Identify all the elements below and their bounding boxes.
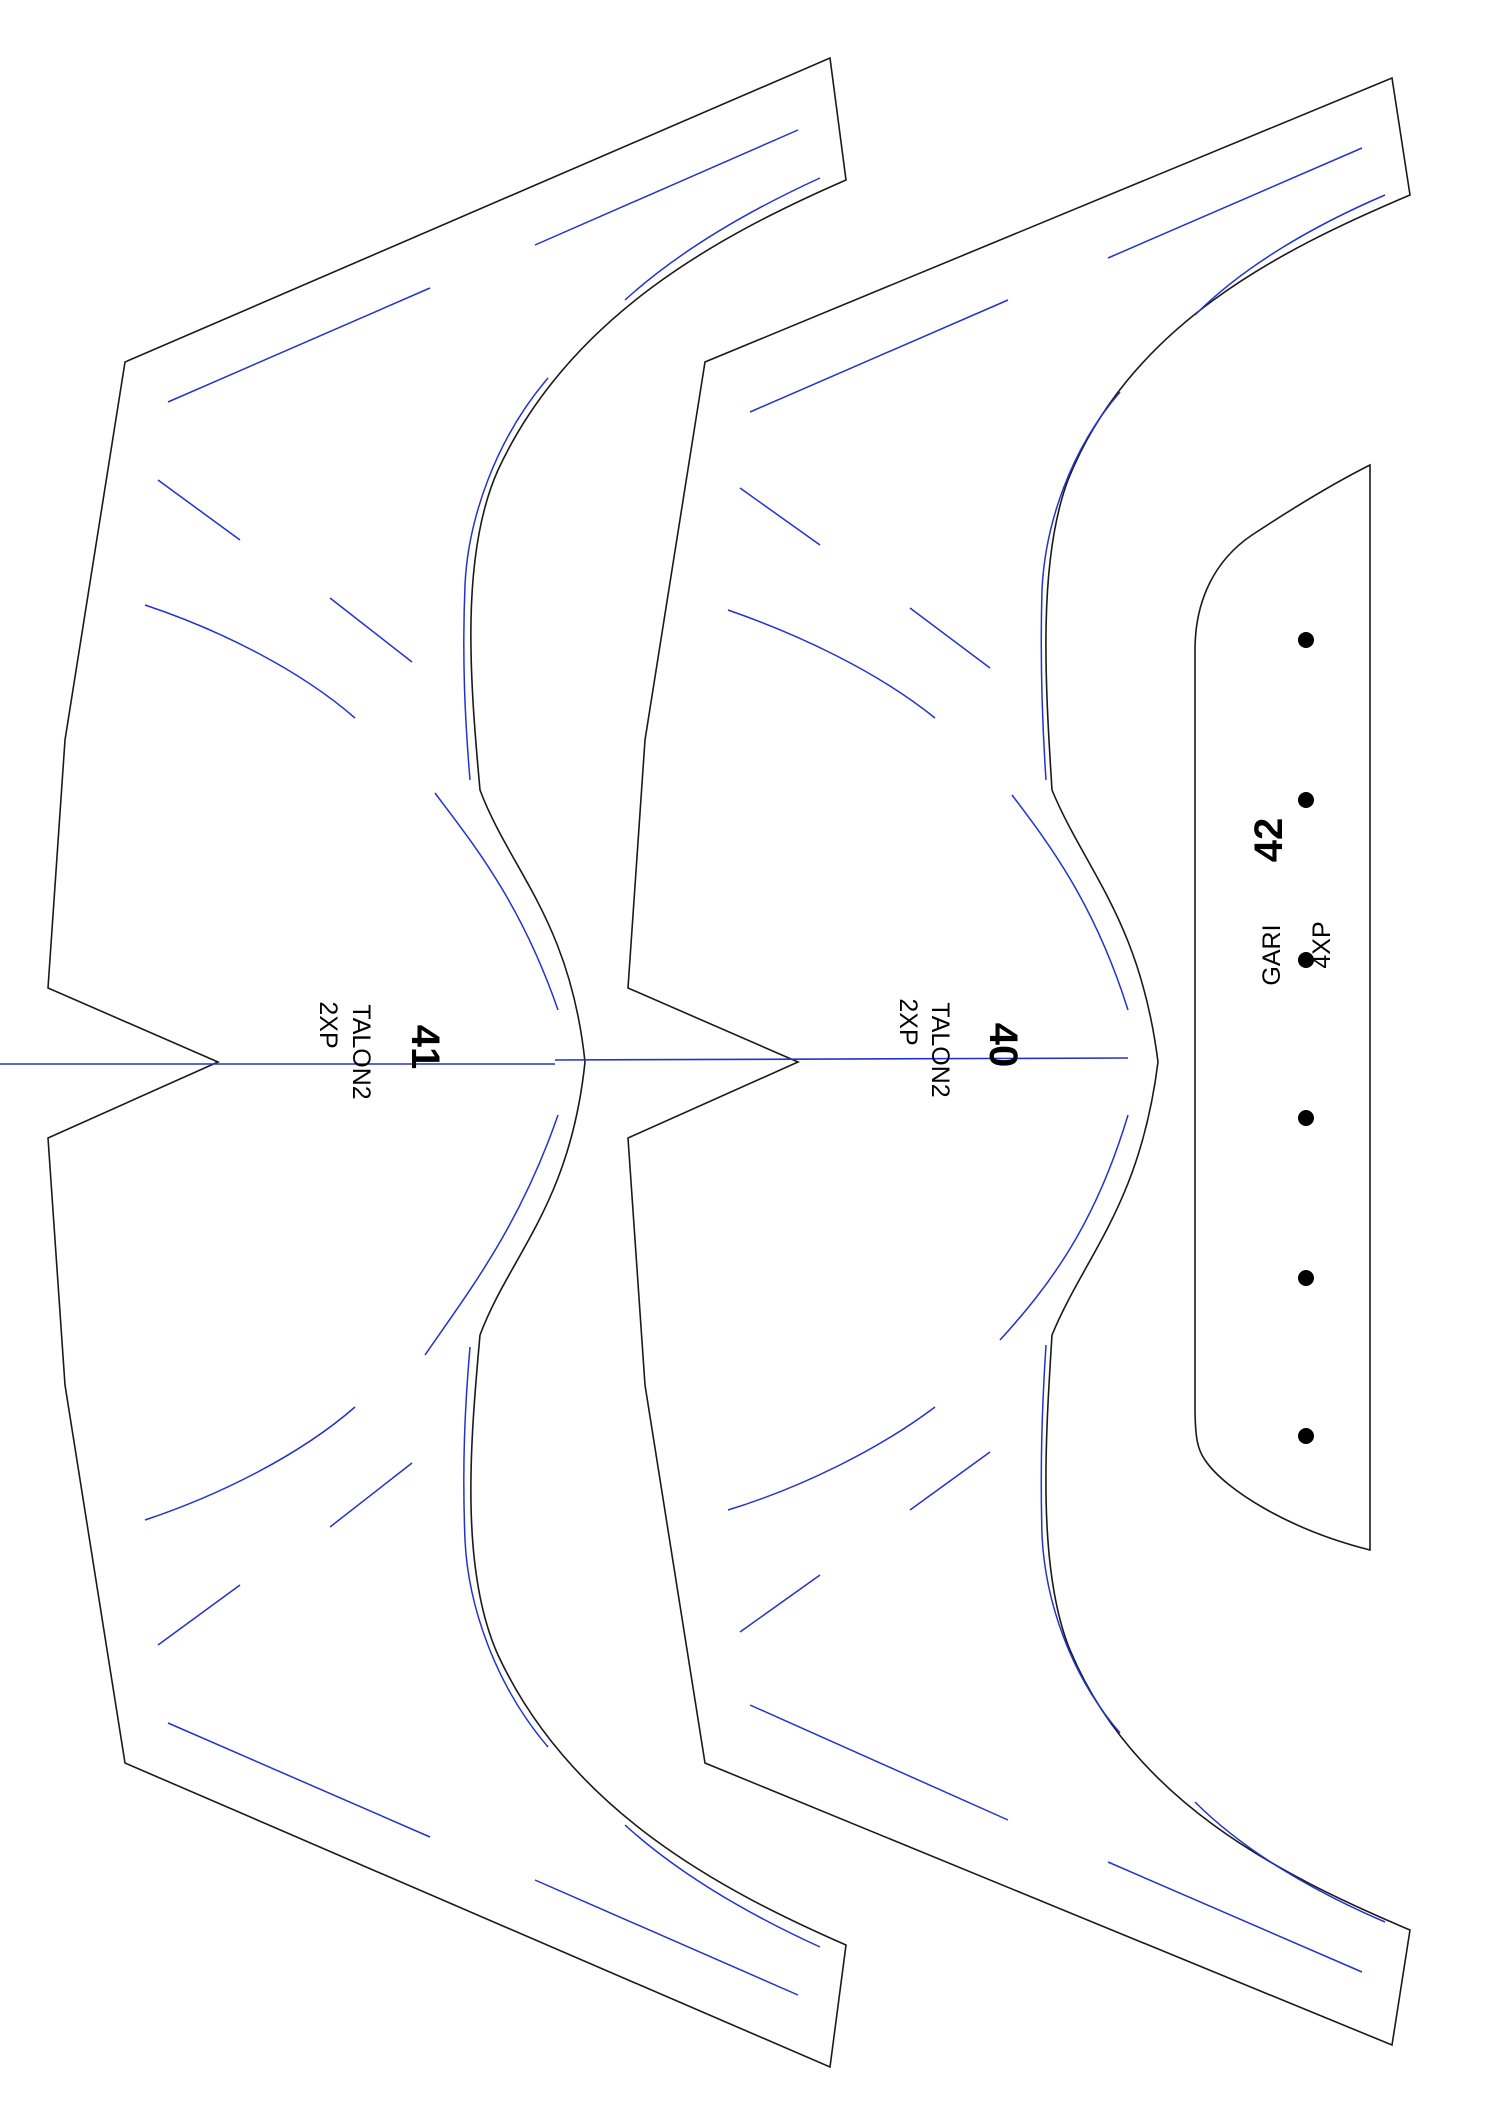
punch-mark <box>1298 952 1314 968</box>
piece-42-number: 42 <box>1247 818 1291 863</box>
piece-42 <box>1194 463 1371 1552</box>
punch-mark <box>1298 792 1314 808</box>
piece-40-name: TALON2 <box>926 1002 954 1097</box>
piece-41-label: 41 TALON2 2XP <box>314 1001 447 1099</box>
piece-40-label: 40 TALON2 2XP <box>894 998 1025 1097</box>
piece-41-number: 41 <box>403 1025 447 1070</box>
punch-mark <box>1298 1270 1314 1286</box>
piece-42-outline <box>1194 463 1371 1552</box>
piece-42-markers <box>1298 632 1314 1444</box>
piece-40-stitch-lines <box>727 147 1386 1973</box>
piece-42-name: GARI <box>1258 924 1286 985</box>
piece-41-quantity: 2XP <box>314 1001 342 1048</box>
piece-40-quantity: 2XP <box>894 998 922 1045</box>
piece-42-quantity: 4XP <box>1308 921 1336 968</box>
piece-40-number: 40 <box>981 1023 1025 1068</box>
center-fold-line <box>0 1057 1129 1065</box>
piece-40-outline <box>627 76 1411 2047</box>
piece-41-stitch-lines <box>144 129 821 1996</box>
punch-mark <box>1298 1110 1314 1126</box>
piece-40 <box>627 76 1411 2047</box>
piece-41-outline <box>47 56 847 2069</box>
piece-41 <box>47 56 847 2069</box>
punch-mark <box>1298 632 1314 648</box>
piece-41-name: TALON2 <box>347 1004 375 1099</box>
punch-mark <box>1298 1428 1314 1444</box>
piece-42-label: 42 GARI 4XP <box>1247 818 1336 986</box>
